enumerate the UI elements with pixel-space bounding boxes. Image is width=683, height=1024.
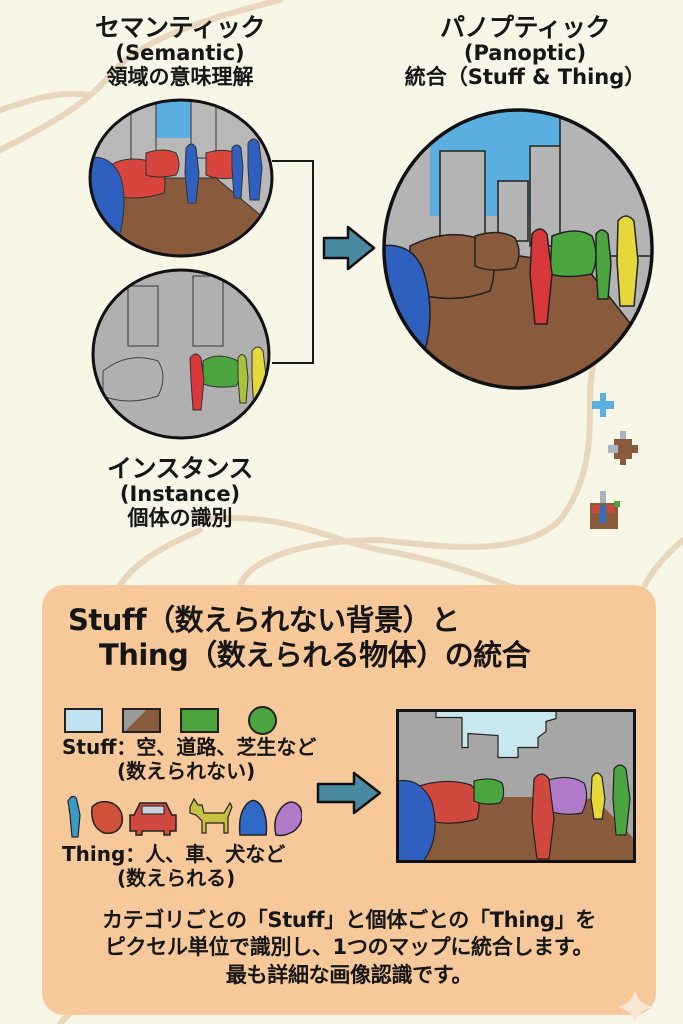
semantic-subtitle: 領域の意味理解 xyxy=(106,64,254,89)
thing-sublabel: (数えられる) xyxy=(117,866,236,890)
panoptic-subtitle: 統合（Stuff & Thing） xyxy=(404,64,646,89)
semantic-title-ja: セマンティック xyxy=(94,13,266,42)
panoptic-result-image xyxy=(396,709,636,863)
stuff-swatches xyxy=(64,706,277,735)
summary-line2: ピクセル単位で識別し、1つのマップに統合します。 xyxy=(104,935,594,960)
stuff-legend-text: Stuff：空、道路、芝生など (数えられない) xyxy=(62,735,316,783)
thing-icons xyxy=(67,795,302,838)
panel-title-line2: Thing（数えられる物体）の統合 xyxy=(99,638,531,673)
bracket-connector xyxy=(272,160,314,364)
stuff-sublabel: (数えられない) xyxy=(117,759,256,783)
bell-blob-icon xyxy=(238,799,268,836)
panoptic-title-ja: パノプティック xyxy=(439,13,611,42)
thing-legend-text: Thing：人、車、犬など (数えられる) xyxy=(62,842,285,890)
panel-arrow-right-icon xyxy=(316,771,382,815)
blob-icon xyxy=(91,800,124,835)
tree-circle-swatch xyxy=(248,706,277,735)
panel-title: Stuff（数えられない背景）と Thing（数えられる物体）の統合 xyxy=(42,603,656,674)
road-swatch xyxy=(122,708,161,733)
explanation-panel: Stuff（数えられない背景）と Thing（数えられる物体）の統合 Stuff… xyxy=(42,585,656,1015)
panoptic-scene-image xyxy=(382,108,654,390)
stuff-label: Stuff：空、道路、芝生など xyxy=(62,735,317,759)
instance-title-en: (Instance) xyxy=(119,482,241,506)
person-icon xyxy=(67,795,81,838)
panoptic-label: パノプティック (Panoptic) 統合（Stuff & Thing） xyxy=(380,14,670,89)
thing-label: Thing：人、車、犬など xyxy=(62,842,286,866)
car-icon xyxy=(129,802,177,836)
instance-title-ja: インスタンス xyxy=(106,454,254,483)
sky-swatch xyxy=(64,708,103,733)
dog-icon xyxy=(189,797,233,834)
instance-scene-image xyxy=(91,268,271,440)
summary-text: カテゴリごとの「Stuff」と個体ごとの「Thing」を ピクセル単位で識別し、… xyxy=(42,907,656,989)
instance-label: インスタンス (Instance) 個体の識別 xyxy=(80,455,280,530)
summary-line1: カテゴリごとの「Stuff」と個体ごとの「Thing」を xyxy=(101,908,597,932)
grass-swatch xyxy=(180,708,219,733)
instance-subtitle: 個体の識別 xyxy=(127,505,233,530)
semantic-label: セマンティック (Semantic) 領域の意味理解 xyxy=(70,14,290,89)
purple-blob-icon xyxy=(274,801,302,837)
summary-line3: 最も詳細な画像認識です。 xyxy=(225,962,473,987)
semantic-scene-image xyxy=(88,98,274,258)
panoptic-title-en: (Panoptic) xyxy=(463,41,587,65)
arrow-right-icon xyxy=(322,225,376,271)
sparkle-icon xyxy=(617,990,653,1024)
pixel-sparkle-decoration xyxy=(590,393,638,529)
panel-title-line1: Stuff（数えられない背景）と xyxy=(68,603,460,637)
semantic-title-en: (Semantic) xyxy=(115,41,245,65)
